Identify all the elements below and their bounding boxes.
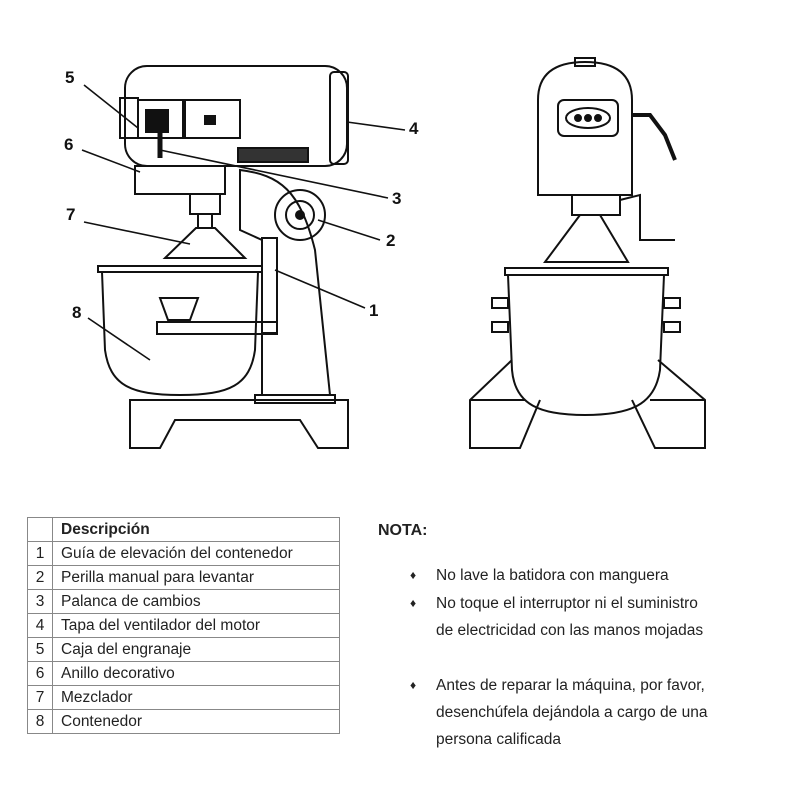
lift-knob [274, 189, 326, 241]
head-dome [537, 60, 633, 196]
bowl-rim [97, 265, 263, 273]
gearbox-side [119, 97, 139, 139]
notes-title: NOTA: [378, 522, 428, 539]
diamond-bullet-icon: ♦ [410, 678, 417, 692]
leader-lines [81, 84, 406, 361]
front-bowl [507, 274, 665, 417]
callout-1: 1 [369, 301, 379, 320]
callout-5: 5 [65, 68, 75, 87]
callout-6: 6 [64, 135, 74, 154]
vent [237, 147, 309, 163]
bowl [101, 271, 259, 397]
callout-7: 7 [66, 205, 76, 224]
bowl-lift-guide [261, 237, 278, 334]
callout-4: 4 [409, 119, 419, 138]
header-description: Descripción [52, 517, 340, 542]
mixer-whisk [162, 227, 248, 259]
callout-2: 2 [386, 231, 396, 250]
front-panel [184, 99, 241, 139]
fan-cover [329, 71, 349, 165]
note-item: ♦ No toque el interruptor ni el suminist… [410, 590, 710, 644]
decorative-ring [134, 165, 226, 195]
note-item: ♦ No lave la batidora con manguera [410, 562, 740, 589]
diamond-bullet-icon: ♦ [410, 568, 417, 582]
callout-3: 3 [392, 189, 402, 208]
base [129, 399, 349, 449]
note-item: ♦ Antes de reparar la máquina, por favor… [410, 672, 725, 753]
mixer-side-view [97, 65, 349, 449]
mixer-front-view [469, 57, 706, 449]
mixer-diagram [81, 57, 706, 449]
switch [145, 109, 169, 133]
callout-8: 8 [72, 303, 82, 322]
diamond-bullet-icon: ♦ [410, 596, 417, 610]
table-header: Descripción [27, 517, 340, 542]
